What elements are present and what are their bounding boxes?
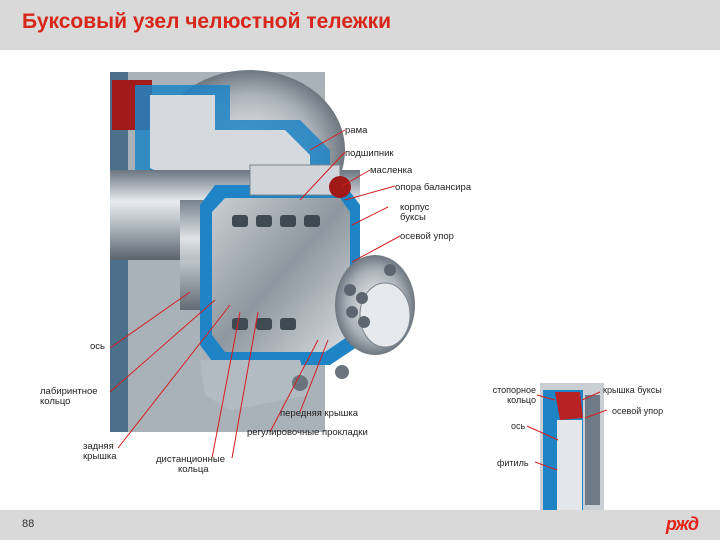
label-balancer-support: опора балансира bbox=[395, 182, 472, 193]
inset-ring bbox=[585, 395, 600, 505]
label-axle: ось bbox=[90, 341, 105, 352]
page-title: Буксовый узел челюстной тележки bbox=[22, 10, 392, 33]
page-number: 88 bbox=[22, 518, 35, 530]
front-bolts bbox=[344, 264, 396, 328]
label-bearing: подшипник bbox=[345, 148, 394, 159]
header-band: Буксовый узел челюстной тележки bbox=[0, 0, 720, 50]
rollers bbox=[232, 215, 320, 330]
front-cover-center bbox=[359, 282, 411, 348]
box-interior bbox=[212, 198, 350, 352]
footer-band: 88 ржд bbox=[0, 510, 720, 540]
housing-inner bbox=[150, 95, 310, 187]
label-front-cover: передняя крышка bbox=[280, 408, 359, 419]
label-axial-stop: осевой упор bbox=[400, 231, 454, 242]
top-cover bbox=[249, 164, 341, 196]
rzd-logo: ржд bbox=[665, 514, 699, 534]
label-shims: регулировочные прокладки bbox=[247, 427, 368, 438]
lower-bracket bbox=[200, 360, 310, 410]
inset-cover bbox=[555, 392, 583, 420]
inset-label-axial-stop: осевой упор bbox=[612, 406, 664, 416]
inset-axle bbox=[557, 420, 582, 510]
label-lubricator: масленка bbox=[370, 165, 413, 176]
inset-label-wick: фитиль bbox=[497, 458, 529, 468]
bolt bbox=[292, 375, 308, 391]
leader-lines bbox=[109, 129, 401, 459]
inset-label-axle: ось bbox=[511, 421, 526, 431]
bolt bbox=[335, 365, 349, 379]
inset-leaders bbox=[526, 391, 608, 471]
oil-cap bbox=[329, 176, 351, 198]
inset-label-box-cover: крышка буксы bbox=[603, 385, 662, 395]
label-frame: рама bbox=[345, 125, 368, 136]
